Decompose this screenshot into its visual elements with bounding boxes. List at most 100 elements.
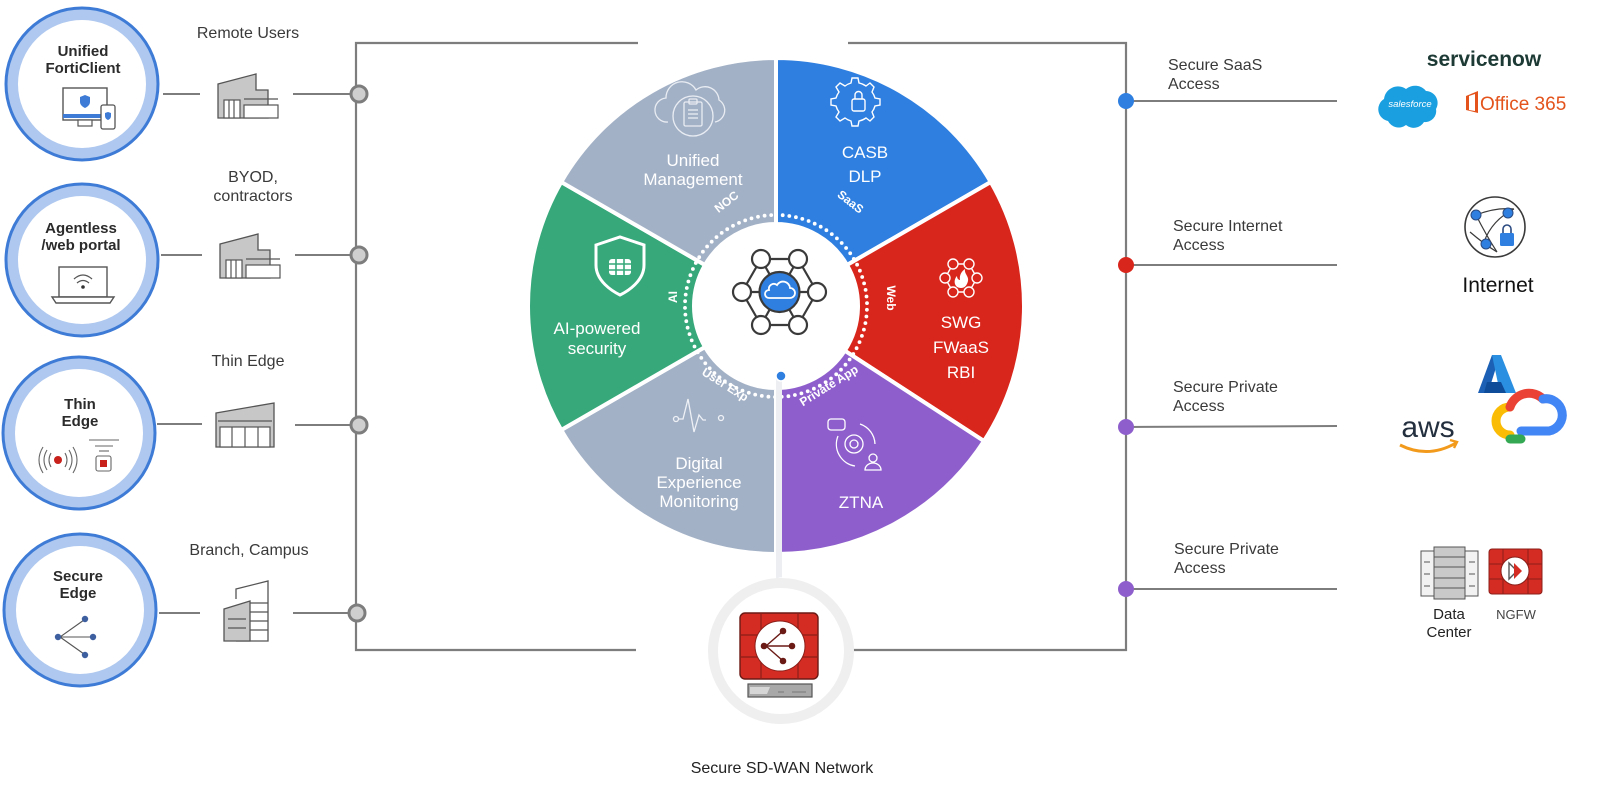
svg-text:ZTNA: ZTNA xyxy=(839,493,884,512)
ring-dot xyxy=(707,366,712,371)
svg-text:Management: Management xyxy=(643,170,743,189)
svg-text:Unified: Unified xyxy=(667,151,720,170)
svg-text:Edge: Edge xyxy=(62,413,99,430)
ring-dot xyxy=(683,306,687,310)
ring-dot xyxy=(847,357,852,362)
ring-dot xyxy=(774,213,778,217)
access-private-onprem[interactable]: Secure Private Access xyxy=(1118,541,1337,597)
access-label: Secure Internet xyxy=(1173,218,1283,235)
ring-dot xyxy=(839,241,844,245)
ring-dot xyxy=(759,394,764,398)
svg-text:Secure Private: Secure Private xyxy=(1174,541,1279,558)
ring-dot xyxy=(862,281,866,286)
gear-lock-icon xyxy=(830,77,881,127)
svg-text:Secure Private: Secure Private xyxy=(1173,379,1278,396)
svg-text:CASB: CASB xyxy=(842,143,888,162)
access-label: Secure Private xyxy=(1173,379,1278,396)
access-internet[interactable]: Secure Internet Access xyxy=(1118,218,1337,273)
site-label: contractors xyxy=(213,188,292,205)
ring-dot xyxy=(753,392,758,397)
junction-dot xyxy=(347,603,367,623)
segment-label-line: SWG xyxy=(941,313,982,332)
google-cloud-logo-icon xyxy=(1491,388,1567,444)
svg-text:Access: Access xyxy=(1174,560,1226,577)
ring-dot xyxy=(703,361,708,366)
junction-dot xyxy=(349,245,369,265)
segment-label-line: RBI xyxy=(947,363,975,382)
segment-swg[interactable]: SWG FWaaS RBI xyxy=(933,258,989,382)
network-fire-icon xyxy=(939,258,983,298)
left-frame-line xyxy=(354,41,638,652)
branch-nodes-icon xyxy=(54,615,97,659)
ring-dot xyxy=(688,273,693,278)
segment-label-line: security xyxy=(568,339,627,358)
ring-label-web: Web xyxy=(884,285,898,310)
ring-dot xyxy=(787,214,792,218)
ring-dot xyxy=(863,288,868,292)
site-label: Branch, Campus xyxy=(189,542,308,559)
segment-ai[interactable]: AI-powered security xyxy=(554,235,646,358)
client-title-line: Thin xyxy=(64,396,96,413)
client-thin-edge[interactable]: Thin Edge Thin Edge xyxy=(1,353,369,511)
segment-ztna[interactable]: ZTNA xyxy=(827,418,884,512)
client-title-line: Secure xyxy=(53,568,103,585)
segment-casb[interactable]: CASB DLP xyxy=(830,77,888,186)
junction-dot xyxy=(349,84,369,104)
access-private-cloud[interactable]: Secure Private Access xyxy=(1118,379,1338,435)
svg-text:Access: Access xyxy=(1173,237,1225,254)
svg-text:Internet: Internet xyxy=(1462,274,1533,297)
svg-text:NGFW: NGFW xyxy=(1496,607,1536,622)
segment-mgmt[interactable]: Unified Management xyxy=(643,81,743,189)
sase-services-wheel: SaaS Web Private App User Exp AI NOC xyxy=(526,55,1026,589)
house-icon xyxy=(219,233,281,279)
ring-dot xyxy=(848,251,853,256)
ring-dot xyxy=(851,352,856,356)
svg-text:salesforce: salesforce xyxy=(1388,99,1431,110)
monitor-phone-shield-icon xyxy=(62,87,116,130)
onprem-destinations[interactable]: Data Center NGFW xyxy=(1420,546,1543,641)
access-label: Secure SaaS xyxy=(1168,57,1262,74)
client-title-line: /web portal xyxy=(41,237,120,254)
segment-dem[interactable]: Digital Experience Monitoring xyxy=(656,398,742,511)
segment-label-line: Experience xyxy=(656,473,741,492)
ring-dot xyxy=(863,321,868,325)
svg-text:Secure: Secure xyxy=(53,568,103,585)
ring-dot xyxy=(794,215,798,220)
segment-label-line: Unified xyxy=(667,151,720,170)
access-saas[interactable]: Secure SaaS Access xyxy=(1118,57,1337,109)
access-label: Access xyxy=(1174,560,1226,577)
client-secure-edge[interactable]: Secure Edge Branch, Campu xyxy=(2,532,367,688)
store-icon xyxy=(215,402,275,448)
svg-text:Web: Web xyxy=(884,285,898,310)
svg-text:Agentless: Agentless xyxy=(45,220,117,237)
sdwan-device[interactable] xyxy=(708,578,854,724)
svg-text:aws: aws xyxy=(1401,411,1454,444)
svg-text:Office 365: Office 365 xyxy=(1480,94,1566,115)
ngfw-firewall-icon xyxy=(1488,548,1543,595)
svg-text:Access: Access xyxy=(1168,76,1220,93)
svg-text:Edge: Edge xyxy=(60,585,97,602)
access-dot xyxy=(1118,419,1134,435)
ring-dot xyxy=(749,216,754,221)
saas-logos[interactable]: servicenow salesforce Office 365 xyxy=(1378,48,1566,128)
internet-destination[interactable]: Internet xyxy=(1462,196,1534,297)
ring-dot xyxy=(834,372,839,377)
svg-text:Data: Data xyxy=(1433,606,1465,623)
servicenow-logo: servicenow xyxy=(1427,48,1542,71)
ring-dot xyxy=(684,319,689,324)
client-agentless-web-portal[interactable]: Agentless /web portal BYOD, contractors xyxy=(4,169,369,338)
ring-dot xyxy=(805,389,810,394)
ring-dot xyxy=(731,223,735,228)
ring-dot xyxy=(799,391,804,396)
ring-dot xyxy=(829,376,833,381)
ring-dot xyxy=(865,301,869,305)
ring-dot xyxy=(793,393,797,397)
office-building-icon xyxy=(223,580,269,642)
ring-dot xyxy=(737,221,741,225)
cloud-hexagon-network-icon xyxy=(731,248,828,336)
ring-dot xyxy=(693,261,698,265)
client-unified-forticlient[interactable]: Unified FortiClient Remote Users xyxy=(4,6,369,162)
internet-label: Internet xyxy=(1462,274,1533,297)
cloud-providers[interactable]: aws xyxy=(1399,355,1567,453)
svg-text:Secure Internet: Secure Internet xyxy=(1173,218,1283,235)
